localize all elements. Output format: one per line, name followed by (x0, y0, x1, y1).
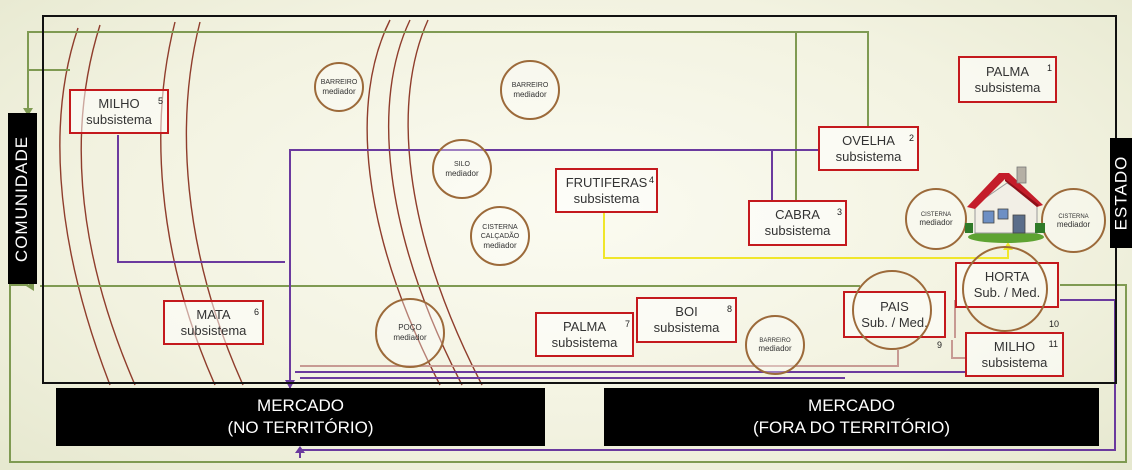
purple-flows (117, 135, 1116, 458)
contour-curve (59, 27, 111, 386)
subsystem-number: 11 (1048, 339, 1058, 349)
ovelha-subsystem-2: OVELHA subsistema 2 (818, 126, 919, 171)
subsystem-type: subsistema (573, 190, 640, 206)
market-outside-territory: MERCADO (FORA DO TERRITÓRIO) (604, 388, 1099, 446)
subsystem-number: 9 (936, 340, 942, 350)
palma-subsystem-1: PALMA subsistema 1 (958, 56, 1057, 103)
purple-flow (289, 149, 818, 388)
cisterna-calcadao-mediator: CISTERNA CALÇADÃO mediador (470, 206, 530, 266)
mediator-type: mediador (919, 218, 953, 227)
window (982, 210, 995, 224)
roof-shade (1005, 179, 1039, 207)
poco-mediator: POÇO mediador (375, 298, 445, 368)
green-flow (27, 31, 869, 128)
palma-subsystem-7: PALMA subsistema 7 (535, 312, 634, 357)
mediator-name: BARREIRO (759, 338, 791, 344)
estado-text: ESTADO (1111, 155, 1131, 231)
door (1012, 214, 1026, 234)
grass (968, 231, 1044, 243)
mediator-name: CISTERNA (920, 212, 952, 218)
mediator-type: mediador (758, 344, 792, 353)
boi-subsystem-8: BOI subsistema 8 (636, 297, 737, 343)
silo-mediator: SILO mediador (432, 139, 492, 199)
contour-curve (80, 24, 136, 386)
mediator-name: SILO (454, 161, 470, 168)
frutiferas-subsystem-4: FRUTIFERAS subsistema 4 (555, 168, 658, 213)
subsystem-name: PALMA (985, 63, 1030, 79)
milho-subsystem-5: MILHO subsistema 5 (69, 89, 169, 134)
purple-flow (117, 135, 285, 263)
pais-circle (852, 270, 932, 350)
subsystem-number: 1 (1046, 63, 1052, 73)
mediator-type: mediador (1056, 219, 1091, 229)
comunidade-label: COMUNIDADE (8, 113, 37, 284)
house-icon (965, 166, 1045, 243)
subsystem-type: subsistema (86, 111, 152, 127)
pink-flow (951, 340, 965, 359)
barreiro-mediator: BARREIRO mediador (745, 315, 805, 375)
mediator-name: CISTERNA (482, 223, 518, 231)
subsystem-name: OVELHA (842, 132, 895, 148)
comunidade-text: COMUNIDADE (12, 135, 32, 262)
subsystem-type: subsistema (180, 322, 247, 338)
subsystem-name: MILHO (98, 95, 140, 111)
mediator-type: mediador (513, 90, 547, 99)
horta-circle (962, 246, 1048, 332)
contour-curve (407, 19, 483, 386)
subsystem-number: 7 (624, 319, 630, 329)
pink-flow (300, 350, 899, 367)
subsystem-name: FRUTIFERAS (565, 174, 648, 190)
bush (965, 223, 973, 233)
mediator-name: CISTERNA (1058, 213, 1089, 220)
subsystem-number: 5 (157, 96, 163, 106)
subsystem-type: subsistema (981, 354, 1048, 370)
arrow-head (295, 446, 305, 453)
chimney (1016, 166, 1027, 184)
cisterna-mediator: CISTERNA mediador (905, 188, 967, 250)
estado-label: ESTADO (1110, 138, 1132, 248)
cabra-subsystem-3: CABRA subsistema 3 (748, 200, 847, 246)
subsystem-type: subsistema (974, 79, 1041, 95)
window (997, 208, 1009, 220)
market-title: MERCADO (257, 396, 344, 415)
market-subtitle: (NO TERRITÓRIO) (227, 418, 374, 437)
bush (1035, 223, 1045, 233)
barreiro-mediator: BARREIRO mediador (500, 60, 560, 120)
mediator-type: mediador (393, 333, 427, 342)
subsystem-name: PALMA (562, 318, 607, 334)
barreiro-mediator: BARREIRO mediador (314, 62, 364, 112)
mediator-name: CALÇADÃO (480, 232, 520, 240)
subsystem-type: subsistema (764, 223, 831, 238)
subsystem-type: subsistema (835, 148, 902, 164)
cisterna-mediator: CISTERNA mediador (1041, 188, 1106, 253)
market-in-territory: MERCADO (NO TERRITÓRIO) (56, 388, 545, 446)
subsystem-number: 4 (648, 175, 654, 185)
subsystem-number: 8 (726, 304, 732, 314)
mediator-name: BARREIRO (320, 79, 358, 86)
subsystem-name: BOI (675, 304, 698, 319)
mata-subsystem-6: MATA subsistema 6 (163, 300, 264, 345)
market-title: MERCADO (808, 396, 895, 415)
subsystem-number: 3 (836, 207, 842, 217)
subsystem-type: subsistema (653, 320, 720, 335)
market-subtitle: (FORA DO TERRITÓRIO) (752, 418, 951, 437)
mediator-type: mediador (483, 240, 517, 250)
subsystem-number: 10 (1048, 319, 1059, 329)
arrow-head (23, 108, 33, 116)
mediator-type: mediador (445, 169, 479, 178)
contour-curves (59, 19, 483, 386)
subsystem-name: CABRA (775, 207, 820, 222)
milho-subsystem-11: MILHO subsistema 11 (965, 332, 1064, 377)
subsystem-type: subsistema (551, 334, 618, 350)
mediator-name: POÇO (398, 323, 422, 332)
subsystem-name: MATA (196, 306, 231, 322)
mediator-name: BARREIRO (511, 82, 549, 89)
subsystem-number: 6 (253, 307, 259, 317)
mediator-type: mediador (322, 87, 356, 96)
subsystem-number: 2 (908, 133, 914, 143)
subsystem-name: MILHO (993, 338, 1036, 354)
